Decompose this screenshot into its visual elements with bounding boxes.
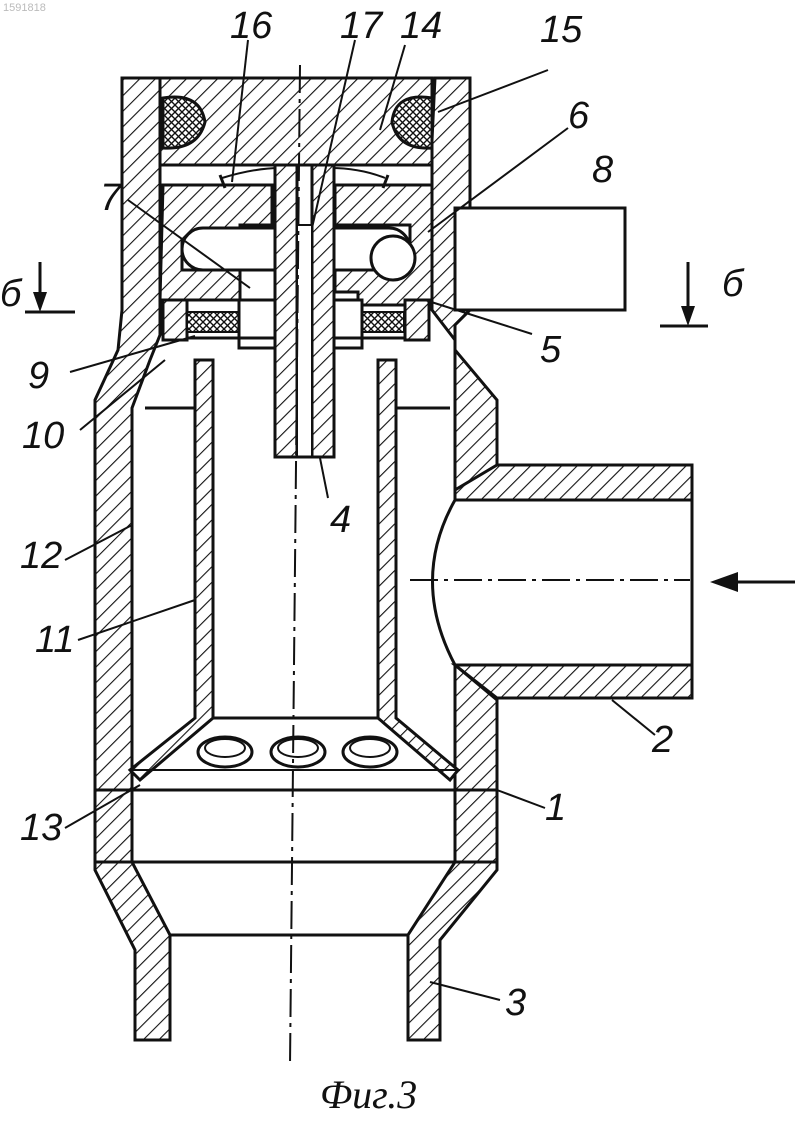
label-12: 12	[20, 535, 62, 577]
label-5: 5	[540, 329, 562, 371]
flow-arrow	[710, 572, 795, 592]
label-1: 1	[545, 787, 566, 829]
figure-caption: Фиг.3	[320, 1072, 417, 1117]
label-3: 3	[505, 982, 526, 1024]
central-tube	[275, 165, 334, 457]
perforations	[198, 737, 397, 767]
corner-id: 1591818	[3, 2, 46, 14]
section-letter-right: б	[722, 263, 745, 305]
ball	[371, 236, 415, 280]
label-8: 8	[592, 149, 613, 191]
section-letter-left: б	[0, 273, 23, 315]
section-mark-right: б	[660, 262, 745, 326]
label-13: 13	[20, 807, 62, 849]
label-15: 15	[540, 9, 583, 51]
label-11: 11	[35, 619, 74, 661]
inlet-pipe	[433, 465, 693, 698]
label-4: 4	[330, 499, 351, 541]
label-7: 7	[100, 177, 123, 219]
label-6: 6	[568, 95, 590, 137]
label-2: 2	[651, 719, 673, 761]
actuator-block	[455, 208, 625, 310]
section-mark-left: б	[0, 262, 75, 315]
label-16: 16	[230, 5, 273, 47]
label-17: 17	[340, 5, 384, 47]
label-14: 14	[400, 5, 442, 47]
label-9: 9	[28, 355, 49, 397]
label-10: 10	[22, 415, 64, 457]
